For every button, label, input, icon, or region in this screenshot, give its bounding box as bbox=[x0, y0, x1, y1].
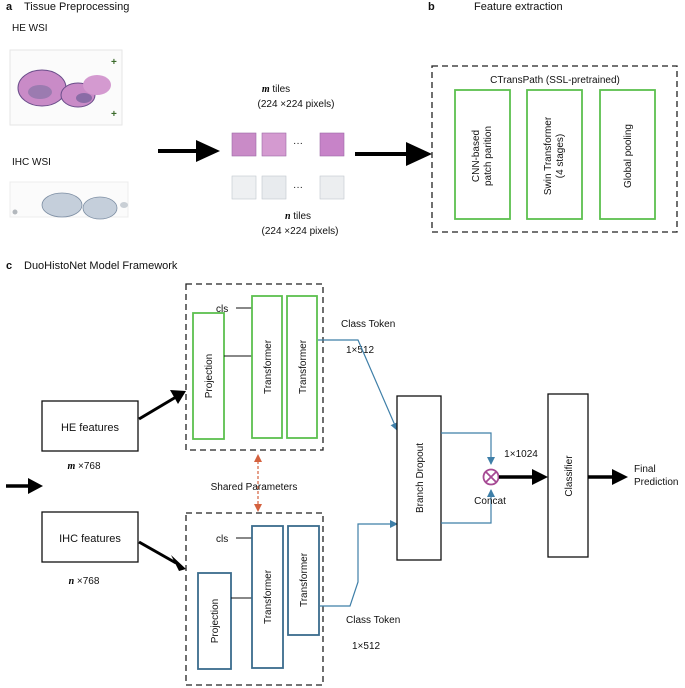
he-tiles bbox=[231, 132, 345, 157]
ctranspath-box bbox=[431, 65, 678, 233]
arrow-concat-to-classifier bbox=[499, 469, 548, 485]
arrow-tiles-to-feature bbox=[355, 142, 432, 166]
n-tiles-label: n tiles bbox=[285, 211, 311, 222]
transformer-top-1-label: Transformer bbox=[263, 339, 274, 394]
transformer-top-2 bbox=[286, 295, 318, 439]
class-token-top-label: Class Token bbox=[341, 319, 395, 330]
module-2-line1: Swin Transformer bbox=[543, 116, 554, 195]
he-features-box bbox=[41, 400, 139, 452]
ihc-wsi-label: IHC WSI bbox=[12, 157, 51, 168]
panel-a-title: Tissue Preprocessing bbox=[24, 1, 129, 13]
he-dim-value: ×768 bbox=[75, 461, 101, 472]
panel-c-title: DuoHistoNet Model Framework bbox=[24, 260, 178, 272]
transformer-bottom-2 bbox=[287, 525, 320, 636]
arrow-entry bbox=[6, 478, 43, 494]
ihc-dim-label: n ×768 bbox=[69, 576, 100, 587]
ihc-features-box bbox=[41, 511, 139, 563]
svg-text:+: + bbox=[111, 57, 117, 68]
ihc-encoder-box bbox=[185, 512, 324, 686]
global-pooling-module bbox=[599, 89, 656, 220]
cls-bottom-label: cls bbox=[216, 534, 228, 545]
module-2-line2: (4 stages) bbox=[555, 134, 566, 178]
m-tiles-text: tiles bbox=[270, 84, 291, 95]
link-ihc-to-dropout bbox=[320, 520, 398, 607]
ihc-dim-value: ×768 bbox=[74, 576, 100, 587]
ihc-features-label: IHC features bbox=[59, 533, 121, 545]
m-tiles-size: (224 ×224 pixels) bbox=[258, 99, 335, 110]
class-token-bottom-label: Class Token bbox=[346, 615, 400, 626]
arrow-wsi-to-tiles bbox=[158, 140, 220, 162]
m-symbol: m bbox=[262, 84, 270, 95]
link-he-to-dropout bbox=[318, 339, 398, 431]
m-tiles-label: m tiles bbox=[262, 84, 290, 95]
class-token-top-dim: 1×512 bbox=[346, 345, 375, 356]
transformer-bottom-2-label: Transformer bbox=[299, 552, 310, 607]
projection-top-label: Projection bbox=[204, 354, 215, 398]
ihc-tiles-ellipsis: ··· bbox=[293, 182, 303, 193]
he-wsi-label: HE WSI bbox=[12, 23, 48, 34]
swin-transformer-module bbox=[526, 89, 583, 220]
module-1-line1: CNN-based bbox=[471, 130, 482, 182]
projection-bottom-box bbox=[197, 572, 232, 670]
shared-parameters-label: Shared Parameters bbox=[211, 482, 298, 493]
arrow-classifier-to-output bbox=[588, 469, 628, 485]
he-features-label: HE features bbox=[61, 422, 120, 434]
final-prediction-line1: Final bbox=[634, 464, 656, 475]
he-dim-symbol: m bbox=[67, 461, 75, 472]
classifier-label: Classifier bbox=[564, 455, 575, 497]
arrow-he-to-encoder bbox=[138, 390, 186, 421]
svg-text:+: + bbox=[111, 109, 117, 120]
link-dropout-top-to-concat bbox=[441, 432, 495, 465]
projection-top-box bbox=[192, 312, 225, 440]
concat-icon bbox=[482, 468, 500, 486]
ihc-wsi-image bbox=[9, 181, 129, 220]
panel-b-letter: b bbox=[428, 1, 435, 13]
he-encoder-box bbox=[185, 283, 324, 451]
he-wsi-image: + + bbox=[9, 49, 123, 126]
n-tiles-text: tiles bbox=[291, 211, 312, 222]
projection-bottom-label: Projection bbox=[210, 599, 221, 643]
he-dim-label: m ×768 bbox=[67, 461, 101, 472]
branch-dropout-label: Branch Dropout bbox=[415, 443, 426, 513]
arrow-ihc-to-encoder bbox=[138, 540, 186, 571]
class-token-bottom-dim: 1×512 bbox=[352, 641, 381, 652]
panel-c-letter: c bbox=[6, 260, 12, 272]
module-3: Global pooling bbox=[623, 124, 634, 188]
transformer-top-1 bbox=[251, 295, 283, 439]
concat-label: Concat bbox=[474, 496, 506, 507]
transformer-top-2-label: Transformer bbox=[298, 339, 309, 394]
transformer-bottom-1-label: Transformer bbox=[263, 569, 274, 624]
cls-top-label: cls bbox=[216, 304, 228, 315]
patch-partition-module bbox=[454, 89, 511, 220]
he-tiles-ellipsis: ··· bbox=[293, 138, 303, 149]
panel-a-letter: a bbox=[6, 1, 13, 13]
final-prediction-line2: Prediction bbox=[634, 477, 678, 488]
ihc-tiles bbox=[231, 175, 345, 200]
module-1-line2: patch parition bbox=[483, 126, 494, 186]
panel-b-title: Feature extraction bbox=[474, 1, 563, 13]
transformer-bottom-1 bbox=[251, 525, 284, 669]
ihc-dim-symbol: n bbox=[69, 576, 75, 587]
ctranspath-title: CTransPath (SSL-pretrained) bbox=[490, 75, 620, 86]
link-dropout-bottom-to-concat bbox=[441, 489, 495, 524]
n-tiles-size: (224 ×224 pixels) bbox=[262, 226, 339, 237]
branch-dropout-box bbox=[396, 395, 442, 561]
concat-dim-label: 1×1024 bbox=[504, 449, 538, 460]
n-symbol: n bbox=[285, 211, 291, 222]
